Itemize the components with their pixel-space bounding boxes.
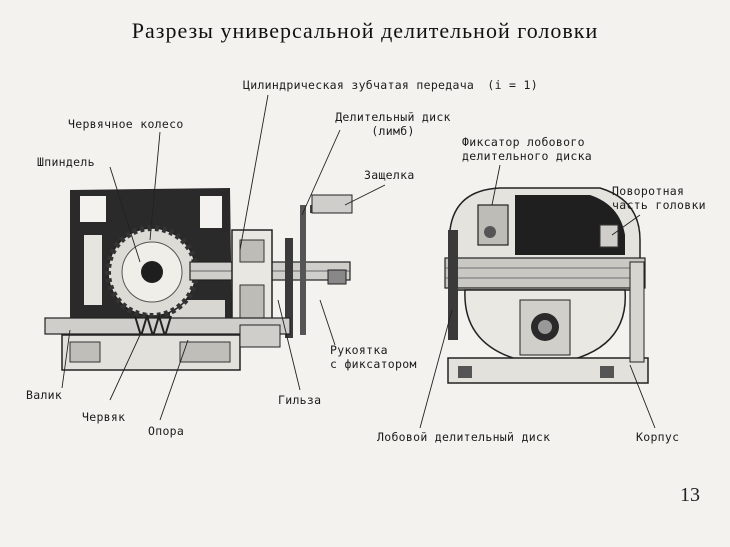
label-handle: Рукоятка с фиксатором xyxy=(330,343,417,371)
label-rotating-part: Поворотная часть головки xyxy=(612,184,706,212)
label-front-fixator: Фиксатор лобового делительного диска xyxy=(462,135,592,163)
front-fixator-line1: Фиксатор лобового xyxy=(462,135,585,149)
label-latch: Защелка xyxy=(364,168,415,182)
label-worm-wheel: Червячное колесо xyxy=(68,117,184,131)
handle-line2: с фиксатором xyxy=(330,357,417,371)
longitudinal-section xyxy=(44,188,353,371)
slide-title: Разрезы универсальной делительной головк… xyxy=(131,18,599,43)
handle-line1: Рукоятка xyxy=(330,343,388,357)
label-support: Опора xyxy=(148,424,185,438)
label-housing: Корпус xyxy=(636,430,680,444)
dividing-disc-line2: (лимб) xyxy=(371,124,415,138)
label-front-disc: Лобовой делительный диск xyxy=(377,430,551,444)
gear-transmission-text: Цилиндрическая зубчатая передача xyxy=(243,78,475,92)
label-sleeve: Гильза xyxy=(278,393,322,407)
transverse-section xyxy=(444,187,649,384)
rotating-part-line1: Поворотная xyxy=(612,184,685,198)
label-spindle: Шпиндель xyxy=(37,155,95,169)
label-worm: Червяк xyxy=(82,410,126,424)
front-fixator-line2: делительного диска xyxy=(462,149,593,163)
gear-ratio-text: (i = 1) xyxy=(487,78,538,92)
leader-lines xyxy=(61,94,656,429)
worm-wheel xyxy=(105,225,199,319)
page-number: 13 xyxy=(680,484,700,506)
label-gear-transmission: Цилиндрическая зубчатая передача (i = 1) xyxy=(243,78,538,92)
rotating-part-line2: часть головки xyxy=(612,198,706,212)
dividing-disc-line1: Делительный диск xyxy=(335,110,451,124)
label-shaft: Валик xyxy=(26,388,63,402)
label-dividing-disc: Делительный диск (лимб) xyxy=(333,110,453,138)
